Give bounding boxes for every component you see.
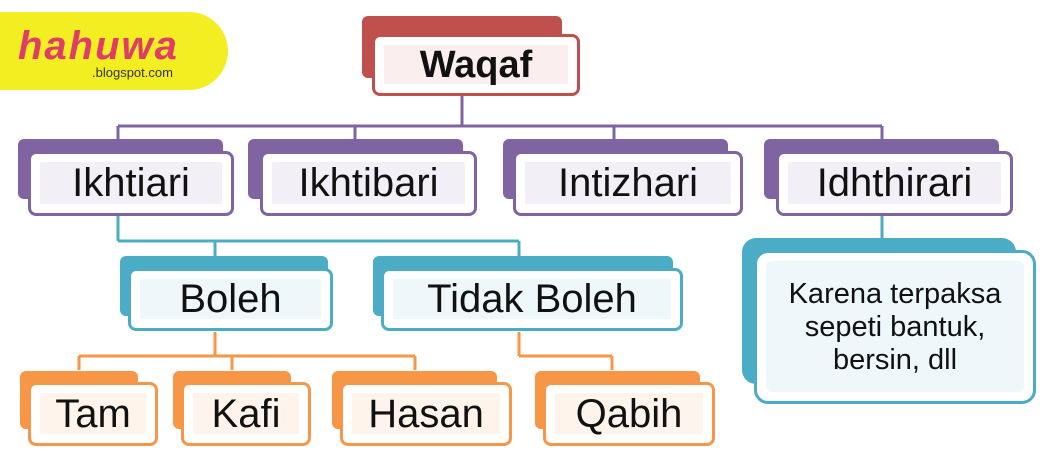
branch-label: Tidak Boleh <box>427 277 637 321</box>
logo-url: .blogspot.com <box>92 65 173 80</box>
item-label: Qabih <box>575 391 683 436</box>
type-label: Ikhtiari <box>72 161 190 205</box>
type-label: Idhthirari <box>816 161 973 205</box>
idhthirari-note-text: Karena terpaksa sepeti bantuk, bersin, d… <box>788 277 1002 376</box>
type-label: Intizhari <box>557 161 699 205</box>
branch-label: Boleh <box>179 277 282 321</box>
item-label: Tam <box>55 391 131 436</box>
blog-logo: hahuwa .blogspot.com <box>0 12 228 90</box>
item-label: Kafi <box>211 391 281 436</box>
item-label: Hasan <box>368 391 484 436</box>
type-label: Ikhtibari <box>298 161 439 205</box>
logo-name: hahuwa <box>18 24 179 68</box>
root-label: Waqaf <box>419 43 533 86</box>
